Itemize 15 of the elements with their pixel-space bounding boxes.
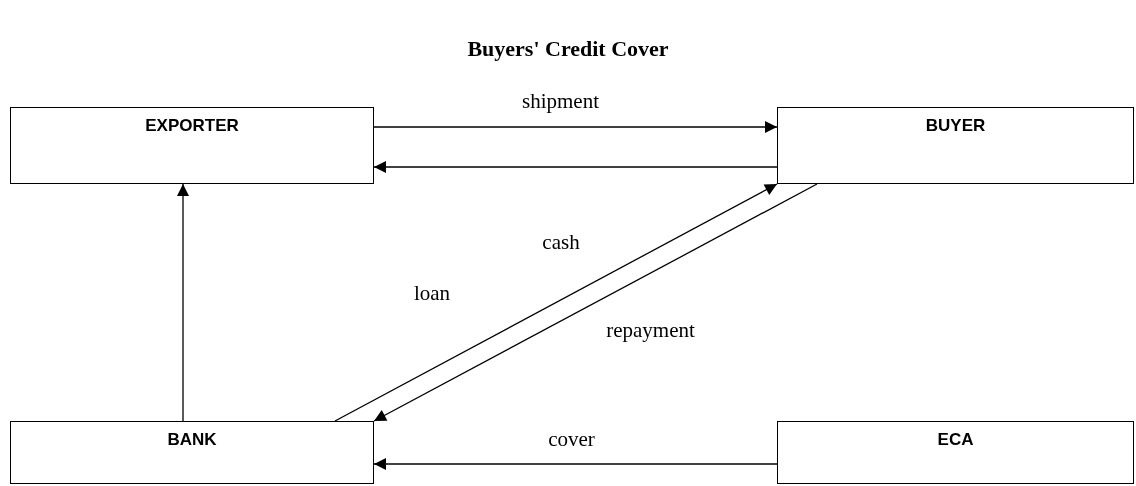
entity-box <box>10 421 374 484</box>
arrow <box>177 183 189 422</box>
entity-name: BANK <box>167 430 217 450</box>
diagram-title: Buyers' Credit Cover <box>466 36 670 62</box>
entity-name: BUYER <box>925 116 986 136</box>
arrow <box>373 121 778 133</box>
arrow <box>373 183 818 422</box>
arrow <box>334 183 778 422</box>
entity-box <box>777 421 1134 484</box>
entity-box <box>777 107 1134 184</box>
entity-box <box>10 107 374 184</box>
arrow <box>373 458 778 470</box>
entity-name: EXPORTER <box>145 116 239 136</box>
entity-name: ECA <box>937 430 974 450</box>
arrow <box>373 161 778 173</box>
